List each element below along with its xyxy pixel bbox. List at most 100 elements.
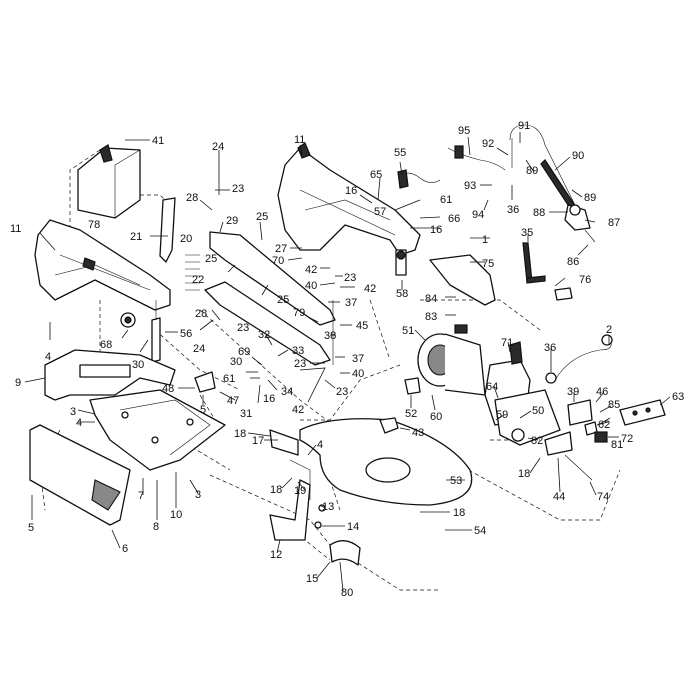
callout-23: 23 [344, 272, 356, 284]
callout-89: 89 [584, 192, 596, 204]
callout-89: 89 [526, 165, 538, 177]
callout-41: 41 [152, 135, 164, 147]
callout-55: 55 [394, 147, 406, 159]
callout-25: 25 [277, 294, 289, 306]
callout-23: 23 [336, 386, 348, 398]
callout-93: 93 [464, 180, 476, 192]
callout-91: 91 [518, 120, 530, 132]
callout-37: 37 [352, 353, 364, 365]
callout-18: 18 [234, 428, 246, 440]
callout-5: 5 [28, 522, 34, 534]
callout-57: 57 [374, 206, 386, 218]
callout-52: 52 [405, 408, 417, 420]
callout-17: 17 [252, 435, 264, 447]
callout-47: 47 [227, 395, 239, 407]
callout-81: 81 [611, 439, 623, 451]
callout-84: 84 [425, 293, 437, 305]
callout-36: 36 [507, 204, 519, 216]
callout-40: 40 [352, 368, 364, 380]
callout-3: 3 [195, 489, 201, 501]
callout-48: 48 [162, 383, 174, 395]
callout-4: 4 [45, 351, 51, 363]
callout-16: 16 [263, 393, 275, 405]
callout-31: 31 [240, 408, 252, 420]
callout-1: 1 [482, 234, 488, 246]
callout-92: 92 [482, 138, 494, 150]
callout-23: 23 [237, 322, 249, 334]
callout-68: 68 [100, 339, 112, 351]
callout-39: 39 [567, 386, 579, 398]
callout-42: 42 [292, 404, 304, 416]
callout-85: 85 [608, 399, 620, 411]
callout-87: 87 [608, 217, 620, 229]
callout-75: 75 [482, 258, 494, 270]
callout-5: 5 [200, 404, 206, 416]
callout-23: 23 [232, 183, 244, 195]
callout-7: 7 [138, 490, 144, 502]
callout-10: 10 [170, 509, 182, 521]
callout-40: 40 [305, 280, 317, 292]
callout-25: 25 [256, 211, 268, 223]
callout-42: 42 [364, 283, 376, 295]
callout-95: 95 [458, 125, 470, 137]
callout-labels: 41 24 23 28 78 11 21 20 29 25 25 22 25 2… [10, 120, 684, 599]
callout-4: 4 [317, 439, 323, 451]
callout-20: 20 [180, 233, 192, 245]
callout-64: 64 [486, 381, 498, 393]
callout-70: 70 [272, 255, 284, 267]
callout-11: 11 [10, 223, 21, 235]
callout-63: 63 [672, 391, 684, 403]
callout-9: 9 [15, 377, 21, 389]
callout-11: 11 [294, 134, 305, 146]
callout-88: 88 [533, 207, 545, 219]
callout-33: 33 [292, 345, 304, 357]
callout-28: 28 [186, 192, 198, 204]
callout-14: 14 [347, 521, 359, 533]
callout-2: 2 [606, 324, 612, 336]
callout-74: 74 [597, 491, 609, 503]
callout-24: 24 [193, 343, 205, 355]
callout-18: 18 [270, 484, 282, 496]
callout-25: 25 [205, 253, 217, 265]
callout-18: 18 [453, 507, 465, 519]
callout-12: 12 [270, 549, 282, 561]
callout-72: 72 [621, 433, 633, 445]
callout-16: 16 [430, 224, 442, 236]
callout-53: 53 [450, 475, 462, 487]
callout-60: 60 [430, 411, 442, 423]
callout-29: 29 [226, 215, 238, 227]
callout-90: 90 [572, 150, 584, 162]
callout-42: 42 [305, 264, 317, 276]
callout-71: 71 [501, 337, 513, 349]
callout-13: 13 [322, 501, 334, 513]
callout-27: 27 [275, 243, 287, 255]
callout-69: 69 [238, 346, 250, 358]
callout-56: 56 [180, 328, 192, 340]
callout-32: 32 [258, 329, 270, 341]
callout-30: 30 [230, 356, 242, 368]
callout-45: 45 [356, 320, 368, 332]
callout-83: 83 [425, 311, 437, 323]
callout-30: 30 [132, 359, 144, 371]
callout-24: 24 [212, 141, 224, 153]
callout-35: 35 [521, 227, 533, 239]
callout-76: 76 [579, 274, 591, 286]
callout-34: 34 [281, 386, 293, 398]
callout-66: 66 [448, 213, 460, 225]
callout-36: 36 [544, 342, 556, 354]
callout-80: 80 [341, 587, 353, 599]
callout-37: 37 [345, 297, 357, 309]
callout-16: 16 [345, 185, 357, 197]
callout-46: 46 [596, 386, 608, 398]
callout-59: 59 [496, 409, 508, 421]
callout-43: 43 [412, 427, 424, 439]
callout-61: 61 [223, 373, 235, 385]
callout-21: 21 [130, 231, 142, 243]
callout-61: 61 [440, 194, 452, 206]
callout-58: 58 [396, 288, 408, 300]
callout-3: 3 [70, 406, 76, 418]
callout-50: 50 [532, 405, 544, 417]
callout-54: 54 [474, 525, 486, 537]
callout-28: 28 [195, 308, 207, 320]
